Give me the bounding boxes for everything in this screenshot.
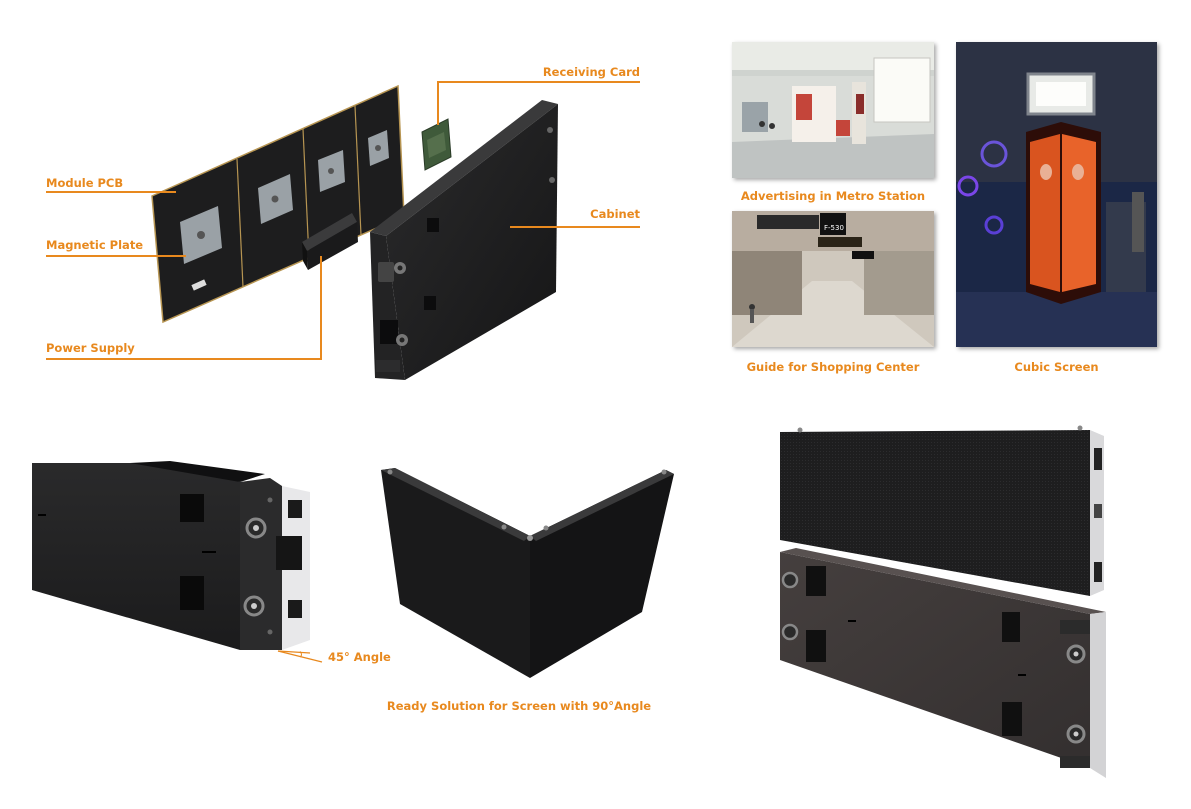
corner-caption: Ready Solution for Screen with 90°Angle xyxy=(386,699,652,713)
module-pcb-label: Module PCB xyxy=(46,176,124,190)
shopping-center-caption: Guide for Shopping Center xyxy=(746,360,920,374)
leader-cabinet xyxy=(510,226,640,228)
leader-receiving-card-h xyxy=(437,81,640,83)
magnetic-plate-label: Magnetic Plate xyxy=(46,238,144,252)
leader-power-supply-v xyxy=(320,256,322,360)
metro-station-caption: Advertising in Metro Station xyxy=(740,189,926,203)
cabinet-label: Cabinet xyxy=(590,207,640,221)
leader-magnetic-plate xyxy=(46,255,186,257)
cubic-screen-caption: Cubic Screen xyxy=(1014,360,1099,374)
cubic-screen-photo xyxy=(956,42,1157,347)
leader-module-pcb xyxy=(46,191,176,193)
receiving-card-label: Receiving Card xyxy=(542,65,640,79)
angle-label: 45° Angle xyxy=(328,650,391,664)
shopping-center-photo: F-530 xyxy=(732,211,934,347)
leader-receiving-card-v xyxy=(437,81,439,125)
leader-power-supply-h xyxy=(46,358,322,360)
power-supply-label: Power Supply xyxy=(46,341,135,355)
gate-sign-text: F-530 xyxy=(824,224,844,232)
metro-station-photo xyxy=(732,42,934,178)
